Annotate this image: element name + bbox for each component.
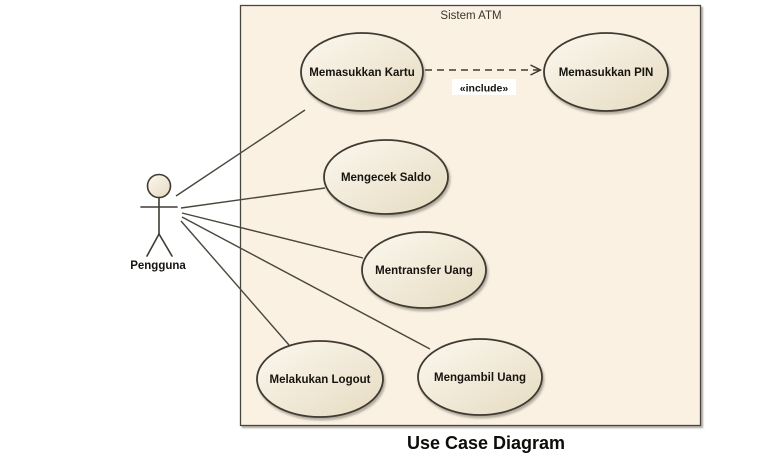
actor-label: Pengguna xyxy=(130,260,186,272)
use-case-mentransfer-uang: Mentransfer Uang xyxy=(361,231,487,309)
use-case-label: Mengambil Uang xyxy=(434,372,526,384)
use-case-mengecek-saldo: Mengecek Saldo xyxy=(323,139,449,215)
use-case-ellipse xyxy=(300,32,424,112)
actor-pengguna: Pengguna xyxy=(130,173,186,272)
use-case-ellipse xyxy=(417,338,543,416)
use-case-ellipse xyxy=(543,32,669,112)
include-label-bg xyxy=(452,79,516,95)
use-case-ellipse xyxy=(323,139,449,215)
association-line-mengambil-uang xyxy=(181,216,431,350)
use-case-memasukkan-pin: Memasukkan PIN xyxy=(543,32,669,112)
use-case-ellipse xyxy=(361,231,487,309)
use-case-label: Memasukkan PIN xyxy=(559,67,654,79)
association-line-memasukkan-kartu xyxy=(175,109,306,197)
include-relationship: «include» xyxy=(425,70,540,95)
use-case-label: Memasukkan Kartu xyxy=(309,67,414,79)
use-case-label: Mentransfer Uang xyxy=(375,265,473,277)
use-case-label: Mengecek Saldo xyxy=(341,172,431,184)
diagram-title: Use Case Diagram xyxy=(407,433,565,453)
association-line-mengecek-saldo xyxy=(180,187,326,209)
association-lines xyxy=(175,109,431,350)
include-label: «include» xyxy=(460,83,509,95)
stick-figure-icon xyxy=(140,173,178,257)
use-case-mengambil-uang: Mengambil Uang xyxy=(417,338,543,416)
use-case-melakukan-logout: Melakukan Logout xyxy=(256,340,384,418)
association-line-mentransfer-uang xyxy=(181,212,364,259)
system-boundary-label: Sistem ATM xyxy=(440,10,501,22)
association-line-melakukan-logout xyxy=(180,220,290,346)
use-case-ellipse xyxy=(256,340,384,418)
use-case-memasukkan-kartu: Memasukkan Kartu xyxy=(300,32,424,112)
use-case-label: Melakukan Logout xyxy=(270,374,371,386)
